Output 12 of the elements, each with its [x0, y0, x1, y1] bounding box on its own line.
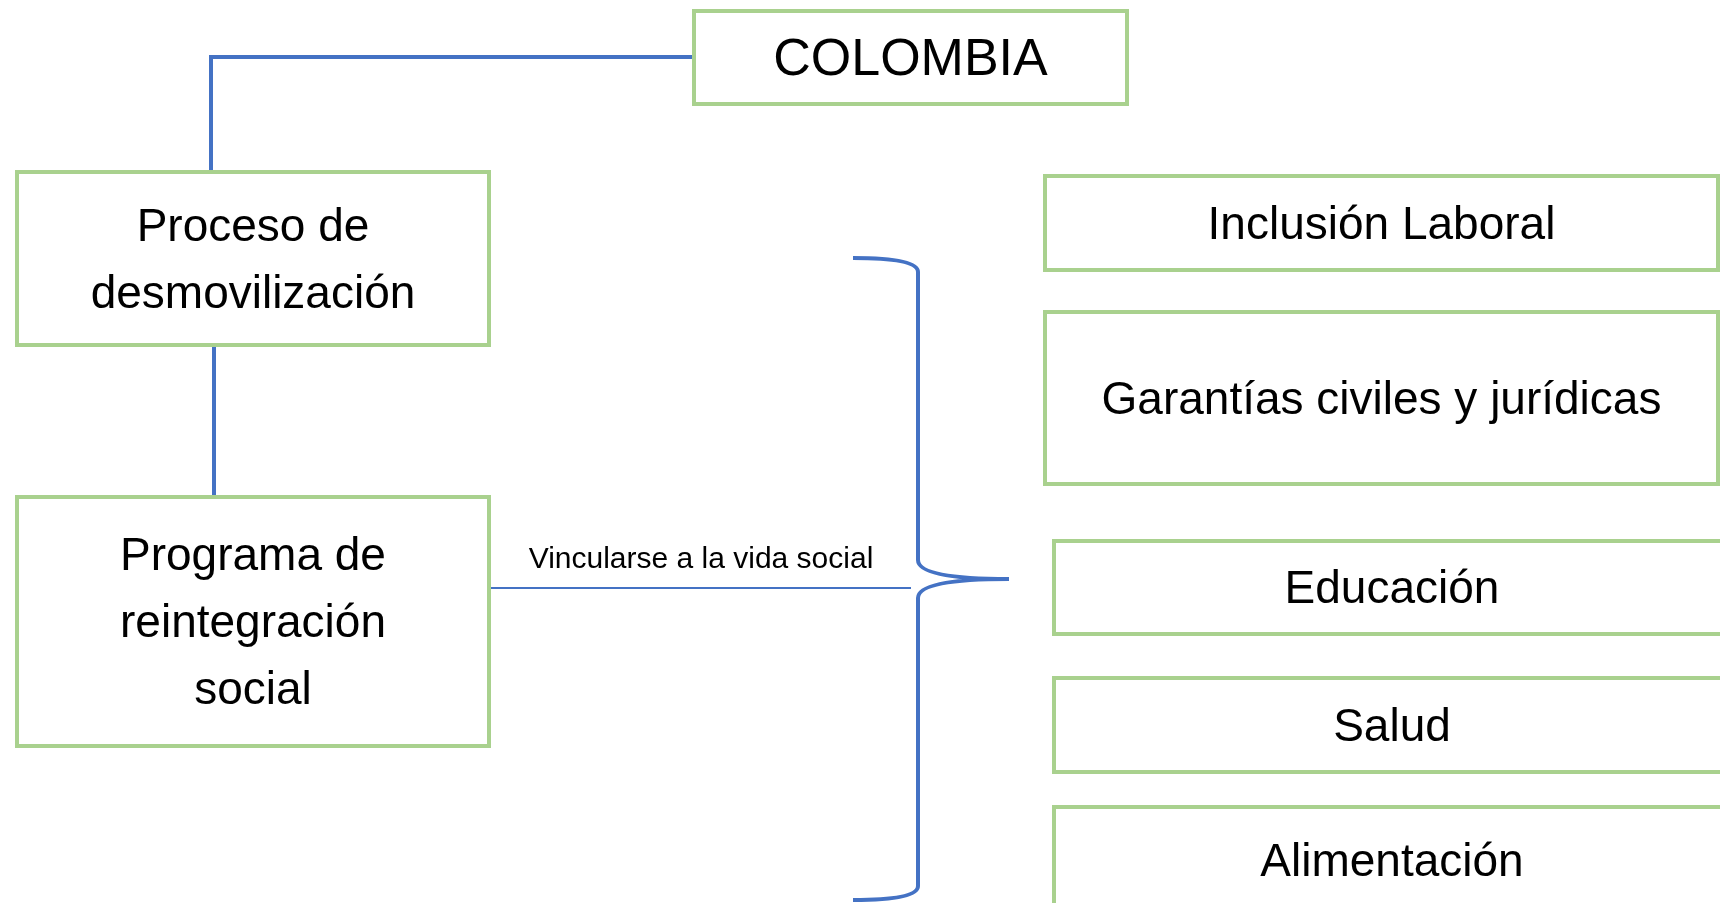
text-box: Garantías civiles y jurídicas — [1043, 310, 1720, 486]
connector-line — [490, 587, 912, 589]
text-box: Inclusión Laboral — [1043, 174, 1720, 272]
text-box: Educación — [1052, 539, 1720, 636]
text-box: Programa de reintegración social — [15, 495, 491, 748]
text-box: Alimentación — [1052, 805, 1720, 903]
edge-label: Vincularse a la vida social — [527, 540, 875, 576]
text-box: Salud — [1052, 676, 1720, 774]
connector-line — [209, 55, 692, 170]
text-box: COLOMBIA — [692, 9, 1129, 106]
text-box: Proceso de desmovilización — [15, 170, 491, 347]
connector-line — [212, 347, 216, 495]
